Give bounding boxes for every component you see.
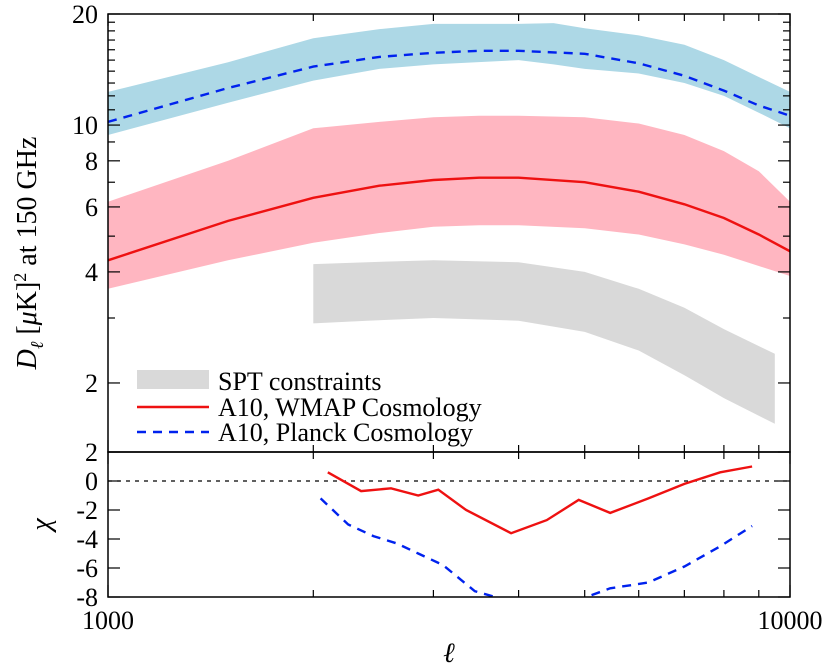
legend-label: A10, WMAP Cosmology bbox=[218, 393, 482, 422]
y-tick-label: 2 bbox=[85, 369, 98, 398]
legend-swatch-spt bbox=[137, 370, 209, 389]
band-spt bbox=[313, 260, 775, 424]
top-line-wmap_line bbox=[108, 176, 790, 262]
legend-label: SPT constraints bbox=[218, 367, 381, 396]
band-planck_band bbox=[108, 23, 790, 136]
ylabel-d: D bbox=[12, 349, 43, 370]
band-wmap_band bbox=[108, 115, 790, 289]
chi-tick-label: -2 bbox=[76, 496, 98, 525]
chi-tick-label: 2 bbox=[85, 438, 98, 467]
ylabel-bracket: [ bbox=[12, 325, 43, 341]
y-tick-label: 8 bbox=[85, 147, 98, 176]
chi-line-wmap_line bbox=[327, 465, 753, 535]
y-tick-label: 10 bbox=[72, 111, 98, 140]
y-tick-label: 6 bbox=[85, 193, 98, 222]
ylabel-suffix: at 150 GHz bbox=[12, 137, 43, 273]
ylabel-sub: ℓ bbox=[27, 341, 47, 349]
x-tick-label: 10000 bbox=[758, 606, 823, 635]
bottom-frame bbox=[107, 451, 791, 598]
x-tick-label: 1000 bbox=[82, 606, 134, 635]
chi-axis-label: χ bbox=[26, 518, 57, 534]
y-tick-label: 20 bbox=[72, 0, 98, 29]
chi-tick-label: 0 bbox=[85, 467, 98, 496]
legend-label: A10, Planck Cosmology bbox=[218, 418, 473, 447]
y-axis-label: Dℓ [μK]2 at 150 GHz bbox=[10, 137, 47, 371]
x-axis-label: ℓ bbox=[443, 638, 455, 669]
chi-tick-label: -4 bbox=[76, 525, 98, 554]
ylabel-power: 2 bbox=[10, 273, 30, 282]
chi-tick-label: -6 bbox=[76, 554, 98, 583]
chi-line-planck_line bbox=[319, 497, 753, 597]
top-line-planck_line bbox=[108, 49, 790, 124]
top-panel bbox=[108, 23, 790, 424]
bottom-panel bbox=[108, 465, 790, 597]
ylabel-unit: K] bbox=[12, 282, 43, 312]
chi-tick-label: -8 bbox=[76, 583, 98, 612]
ylabel-mu: μ bbox=[12, 311, 43, 326]
y-tick-label: 4 bbox=[85, 258, 98, 287]
